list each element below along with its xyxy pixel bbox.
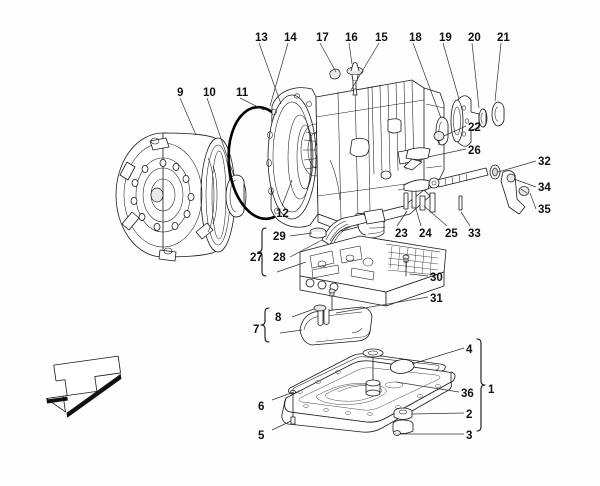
part-label-11: 11 [236, 87, 249, 99]
part-label-28: 28 [273, 252, 286, 264]
converter-seal-part [225, 174, 247, 218]
part-label-19: 19 [439, 32, 452, 44]
part-label-10: 10 [203, 87, 216, 99]
part-label-25: 25 [445, 228, 458, 240]
part-label-16: 16 [345, 32, 358, 44]
part-label-30: 30 [430, 272, 443, 284]
part-label-32: 32 [538, 156, 551, 168]
part-label-14: 14 [284, 32, 297, 44]
part-label-26: 26 [468, 145, 481, 157]
part-label-13: 13 [255, 32, 268, 44]
part-label-36: 36 [461, 388, 474, 400]
oil-pan-part [281, 348, 456, 436]
group-brackets [257, 227, 486, 432]
part-label-6: 6 [258, 401, 265, 413]
part-label-31: 31 [430, 293, 443, 305]
direction-arrow-icon [45, 355, 122, 418]
part-label-5: 5 [258, 430, 265, 442]
part-label-1: 1 [488, 384, 495, 396]
part-label-3: 3 [466, 430, 473, 442]
oil-filter-part [299, 304, 373, 346]
part-label-15: 15 [375, 32, 388, 44]
part-label-35: 35 [538, 204, 551, 216]
torque-converter-part [115, 132, 236, 262]
valve-body-part [299, 208, 447, 316]
part-label-20: 20 [468, 32, 481, 44]
part-label-21: 21 [497, 32, 510, 44]
part-label-9: 9 [177, 87, 184, 99]
part-label-23: 23 [395, 228, 408, 240]
part-label-18: 18 [409, 32, 422, 44]
part-label-34: 34 [538, 182, 551, 194]
transmission-housing-part [266, 79, 445, 232]
leader-lines [179, 42, 537, 435]
part-label-12: 12 [276, 208, 289, 220]
part-label-2: 2 [466, 409, 473, 421]
part-label-4: 4 [466, 344, 473, 356]
output-flange-parts [435, 95, 505, 147]
sensor-bolt-and-bracket [403, 131, 445, 171]
part-label-17: 17 [316, 32, 329, 44]
part-label-24: 24 [419, 228, 432, 240]
part-label-33: 33 [468, 228, 481, 240]
part-label-7: 7 [253, 324, 260, 336]
part-label-27: 27 [250, 252, 263, 264]
part-label-8: 8 [275, 312, 282, 324]
vent-and-lug-parts [329, 62, 364, 96]
selector-mechanism [403, 164, 530, 215]
part-label-22: 22 [468, 122, 481, 134]
part-label-29: 29 [273, 231, 286, 243]
